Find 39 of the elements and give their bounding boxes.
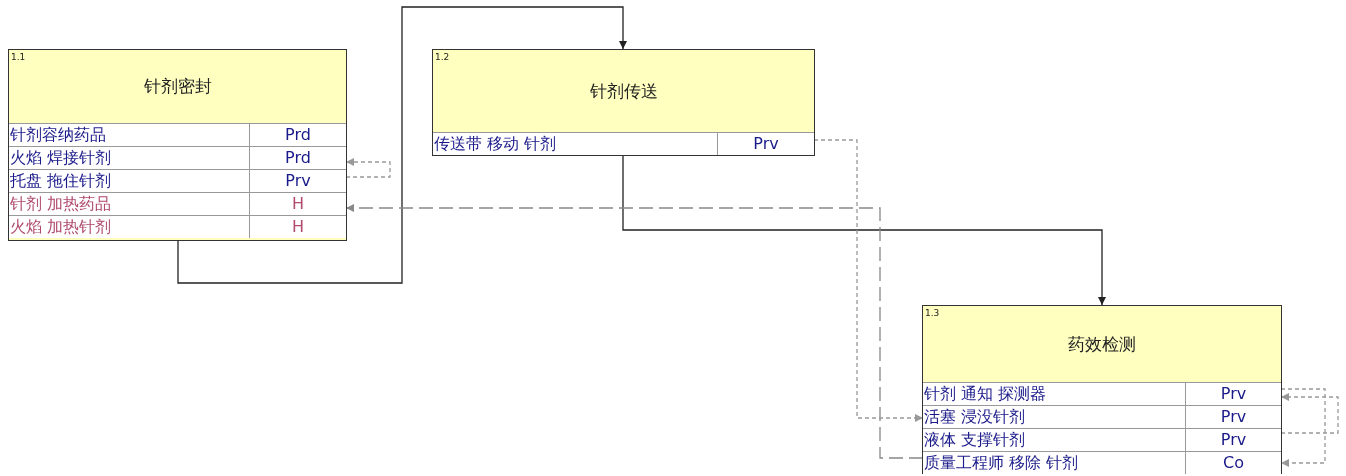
statement-text: 托盘 拖住针剂 — [10, 170, 112, 191]
process-title: 针剂密封 — [142, 75, 213, 98]
statement-row — [9, 169, 346, 192]
statement-row — [9, 123, 346, 146]
process-number: 1.2 — [435, 52, 450, 62]
statement-row — [9, 192, 346, 215]
process-number: 1.1 — [11, 52, 26, 62]
type-code: H — [249, 216, 346, 238]
arrow — [1280, 393, 1339, 434]
statement-row — [9, 215, 346, 238]
arrow — [813, 139, 924, 422]
statement-text: 火焰 加热针剂 — [10, 216, 112, 237]
statement-row — [923, 405, 1281, 428]
statement-text: 传送带 移动 针剂 — [434, 133, 557, 154]
statement-text: 针剂容纳药品 — [10, 124, 106, 145]
arrow — [622, 155, 1106, 306]
statement-text: 火焰 焊接针剂 — [10, 147, 112, 168]
process-box — [922, 305, 1282, 474]
process-title: 针剂传送 — [588, 79, 659, 103]
statement-row — [923, 428, 1281, 451]
arrow — [1280, 388, 1326, 467]
statement-text: 针剂 通知 探测器 — [924, 383, 1047, 404]
statement-text: 质量工程师 移除 针剂 — [924, 452, 1079, 473]
arrow — [177, 6, 627, 284]
statement-row — [433, 132, 814, 155]
process-box — [432, 49, 815, 156]
statement-text: 活塞 浸没针剂 — [924, 406, 1026, 427]
type-code: Prv — [717, 133, 814, 155]
statement-row — [923, 451, 1281, 474]
statement-row — [923, 382, 1281, 405]
process-box — [8, 49, 347, 241]
statement-text: 液体 支撑针剂 — [924, 429, 1026, 450]
arrow — [345, 158, 391, 178]
statement-row — [9, 146, 346, 169]
statement-text: 针剂 加热药品 — [10, 193, 112, 214]
arrow — [345, 204, 924, 459]
type-code: Co — [1185, 452, 1281, 474]
process-title: 药效检测 — [1067, 332, 1137, 356]
process-number: 1.3 — [925, 308, 940, 318]
